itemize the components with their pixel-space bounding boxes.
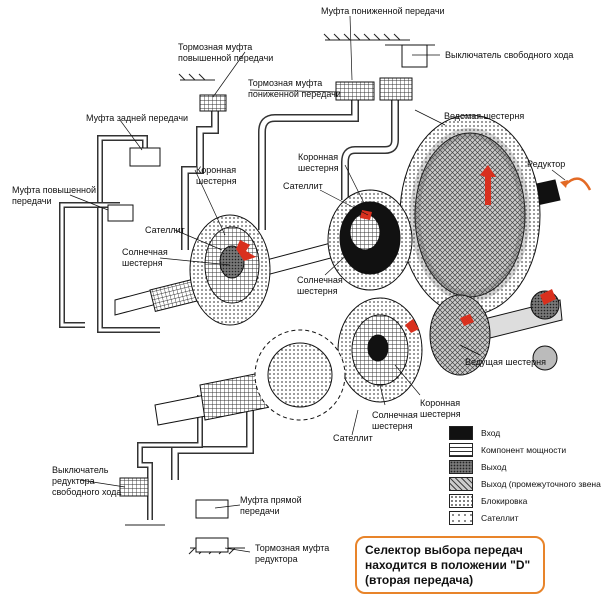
planetary-set-right — [327, 189, 413, 291]
hydraulic-lines — [59, 90, 399, 520]
leader-lines — [69, 15, 566, 553]
label-planet-right: Сателлит — [283, 181, 323, 191]
label-freewheel-switch-reducer: Выключатель редуктора свободного хода — [52, 465, 122, 497]
legend-label: Блокировка — [481, 496, 528, 506]
label-sun-gear-left: Солнечная шестерня — [122, 247, 168, 268]
legend-item: Компонент мощности — [449, 442, 599, 458]
label-drive-gear: Ведущая шестерня — [465, 357, 546, 367]
label-ring-gear-right: Коронная шестерня — [298, 152, 339, 173]
planetary-set-left — [189, 214, 271, 326]
motion-arrows — [236, 165, 556, 333]
legend-label: Сателлит — [481, 513, 519, 523]
label-driven-gear: Ведомая шестерня — [444, 111, 525, 121]
legend-label: Выход — [481, 462, 507, 472]
legend-item: Сателлит — [449, 510, 599, 526]
legend-label: Компонент мощности — [481, 445, 567, 455]
legend-item: Вход — [449, 425, 599, 441]
input-shaft — [154, 329, 346, 426]
legend-swatch-dark-dots — [449, 460, 473, 474]
label-ring-gear-left: Коронная шестерня — [196, 165, 237, 186]
label-direct-gear-clutch: Муфта прямой передачи — [240, 495, 302, 516]
clutch-blocks — [107, 44, 428, 553]
label-planet-left: Сателлит — [145, 225, 185, 235]
driven-gear — [399, 114, 541, 316]
label-brake-clutch-reduced: Тормозная муфта пониженной передачи — [248, 78, 341, 99]
label-freewheel-switch: Выключатель свободного хода — [445, 50, 574, 60]
label-ring-gear-bottom: Коронная шестерня — [420, 398, 461, 419]
label-brake-clutch-high: Тормозная муфта повышенной передачи — [178, 42, 274, 63]
label-reduced-gear-clutch: Муфта пониженной передачи — [321, 6, 445, 16]
label-sun-gear-mid: Солнечная шестерня — [297, 275, 343, 296]
label-reducer-brake-clutch: Тормозная муфта редуктора — [255, 543, 330, 564]
legend-item: Выход (промежуточного звена) — [449, 476, 601, 492]
label-reverse-clutch: Муфта задней передачи — [86, 113, 189, 123]
legend-label: Вход — [481, 428, 501, 438]
label-high-gear-clutch: Муфта повышенной передачи — [12, 185, 97, 206]
label-planet-bottom: Сателлит — [333, 433, 373, 443]
gear-selector-note: Селектор выбора передач находится в поло… — [355, 536, 545, 594]
reducer-arrow-icon — [564, 177, 592, 191]
legend-swatch-light-dots — [449, 494, 473, 508]
label-sun-gear-bottom: Солнечная шестерня — [372, 410, 418, 431]
legend-item: Выход — [449, 459, 599, 475]
legend-swatch-solid-black — [449, 426, 473, 440]
legend-label: Выход (промежуточного звена) — [481, 479, 601, 489]
legend-item: Блокировка — [449, 493, 599, 509]
planetary-set-bottom — [337, 290, 560, 403]
legend-swatch-sparse-dots — [449, 511, 473, 525]
legend: Вход Компонент мощности Выход Выход (про… — [449, 425, 601, 527]
legend-swatch-dense-grid — [449, 443, 473, 457]
label-reducer: Редуктор — [527, 159, 566, 169]
legend-swatch-crosshatch — [449, 477, 473, 491]
